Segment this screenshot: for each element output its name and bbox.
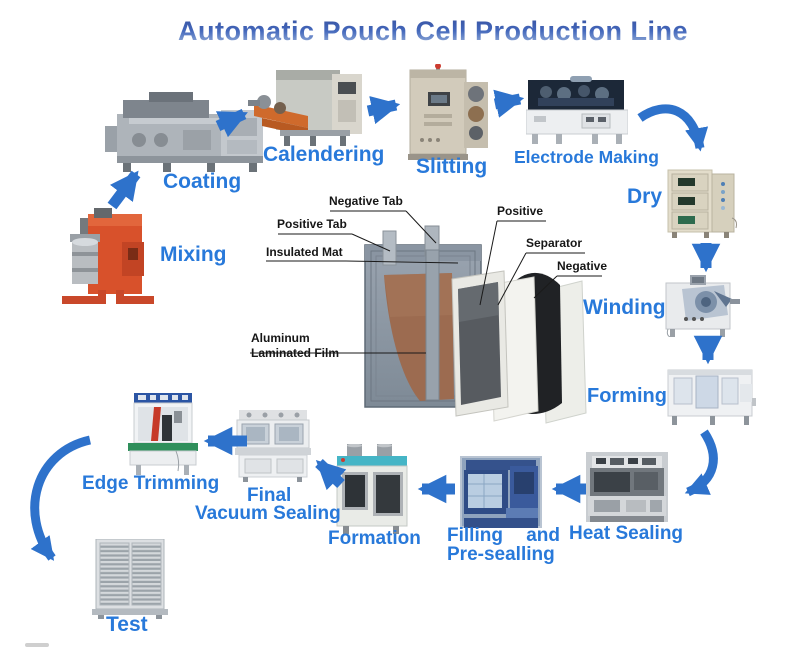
formation-machine-image: [335, 444, 410, 536]
arrow-edge-trimming-to-test: [30, 435, 92, 561]
filling-pre-sealing-machine-image: [460, 456, 542, 534]
copper-sheet-highlight: [384, 273, 453, 317]
slitting-machine-image: [402, 64, 490, 161]
page-title: Automatic Pouch Cell Production Line: [178, 16, 689, 46]
step-label-edge-trimming: Edge Trimming: [82, 473, 220, 494]
callout-leader-lines: [250, 210, 602, 354]
step-label-slitting: Slitting: [416, 155, 488, 178]
aluminum-laminated-film-label-line2: Laminated Film: [251, 346, 340, 360]
dry-oven-machine-image: [666, 166, 738, 238]
winding-machine-image: [662, 275, 742, 337]
coating-machine-image: [103, 88, 268, 176]
final-vacuum-sealing-machine-image: [235, 410, 311, 482]
separator-label: Separator: [526, 236, 583, 250]
tab-column-shape: [425, 249, 440, 401]
mixing-machine-image: [58, 208, 158, 308]
arrow-slitting-to-electrode-making: [493, 89, 525, 118]
heat-sealing-machine-image: [586, 452, 668, 528]
edge-trimming-machine-image: [126, 393, 200, 477]
step-label-formation: Formation: [328, 528, 421, 549]
step-label-heat-sealing: Heat Sealing: [569, 523, 684, 544]
insulated-mat-label: Insulated Mat: [266, 245, 343, 259]
positive-tab-shape: [382, 230, 397, 266]
step-label-filling-line2: Pre-sealling: [447, 544, 555, 565]
step-label-final-line1: Final: [247, 485, 292, 506]
arrow-coating-to-calendering: [215, 109, 248, 138]
positive-label: Positive: [497, 204, 544, 218]
arrow-formation-to-final-vacuum-sealing: [315, 459, 347, 491]
step-label-electrode-making: Electrode Making: [514, 147, 659, 167]
positive-tab-label: Positive Tab: [277, 217, 347, 231]
test-cabinet-machine-image: [90, 539, 170, 619]
step-label-winding: Winding: [583, 296, 666, 319]
step-label-calendering: Calendering: [263, 143, 385, 166]
negative-tab-label: Negative Tab: [329, 194, 403, 208]
step-label-test: Test: [106, 613, 148, 636]
electrode-making-machine-image: [526, 76, 628, 146]
step-label-coating: Coating: [163, 170, 242, 193]
step-label-forming: Forming: [587, 385, 667, 407]
step-label-final-line2: Vacuum Sealing: [195, 503, 341, 524]
negative-label: Negative: [557, 259, 608, 273]
aluminum-laminated-film-label-line1: Aluminum: [251, 331, 310, 345]
step-label-mixing: Mixing: [160, 243, 227, 266]
arrow-mixing-to-coating: [107, 170, 141, 210]
pouch-cell-cutaway-diagram: [240, 195, 610, 435]
arrow-calendering-to-slitting: [366, 96, 401, 125]
positive-layer-panel-sheen: [458, 282, 499, 322]
arrow-forming-to-heat-sealing: [684, 429, 718, 497]
forming-machine-image: [666, 364, 756, 426]
scan-artifact-mark: [25, 643, 49, 647]
step-label-dry: Dry: [627, 185, 663, 208]
calendering-machine-image: [248, 66, 366, 150]
step-label-filling-line1: Filling and: [447, 525, 560, 546]
arrow-electrode-making-to-dry: [637, 104, 709, 152]
